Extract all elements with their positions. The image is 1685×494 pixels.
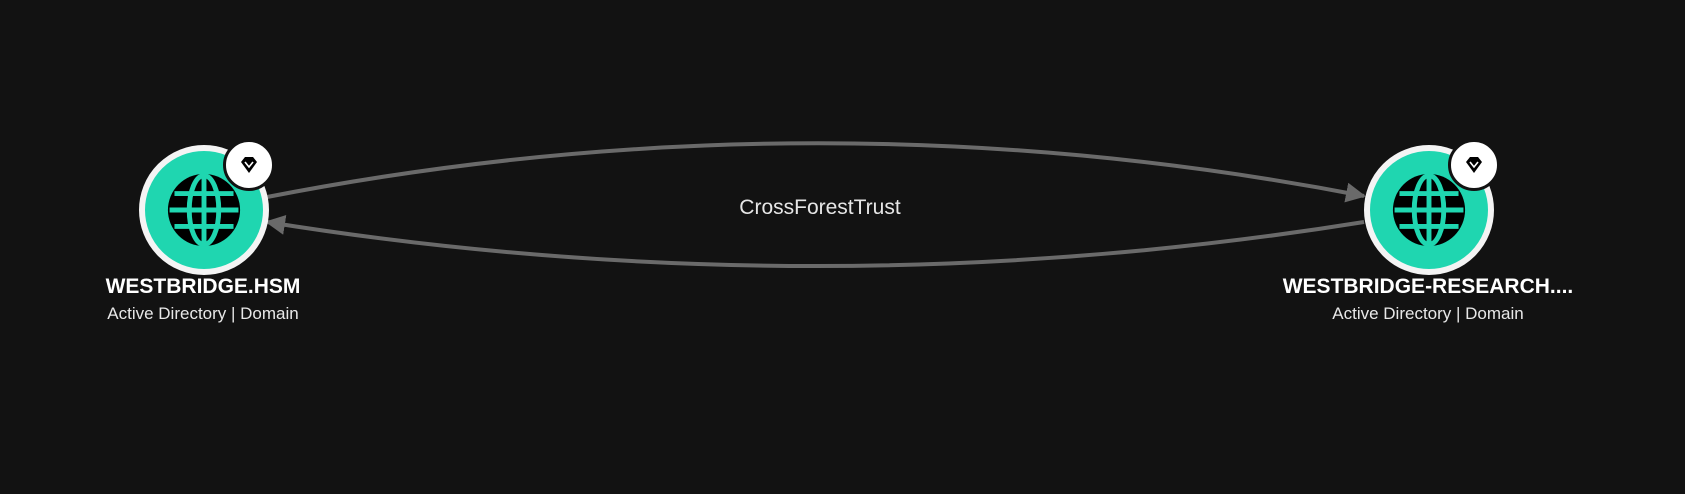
node-title: WESTBRIDGE.HSM (105, 275, 301, 298)
globe-icon (1392, 173, 1466, 247)
edge-label[interactable]: CrossForestTrust (739, 196, 901, 219)
node-westbridge-research[interactable] (1364, 139, 1500, 275)
edge-crossforesttrust-forward[interactable] (266, 141, 1366, 203)
node-title: WESTBRIDGE-RESEARCH.... (1282, 275, 1574, 298)
node-westbridge-hsm[interactable] (139, 139, 275, 275)
node-circle[interactable] (1364, 145, 1494, 275)
globe-icon (167, 173, 241, 247)
node-subtitle: Active Directory | Domain (107, 304, 299, 323)
tier-zero-badge (223, 139, 275, 191)
edge-crossforesttrust-reverse[interactable] (265, 214, 1365, 268)
gem-icon (241, 157, 257, 173)
gem-icon (1466, 157, 1482, 173)
node-subtitle: Active Directory | Domain (1332, 304, 1524, 323)
tier-zero-badge (1448, 139, 1500, 191)
